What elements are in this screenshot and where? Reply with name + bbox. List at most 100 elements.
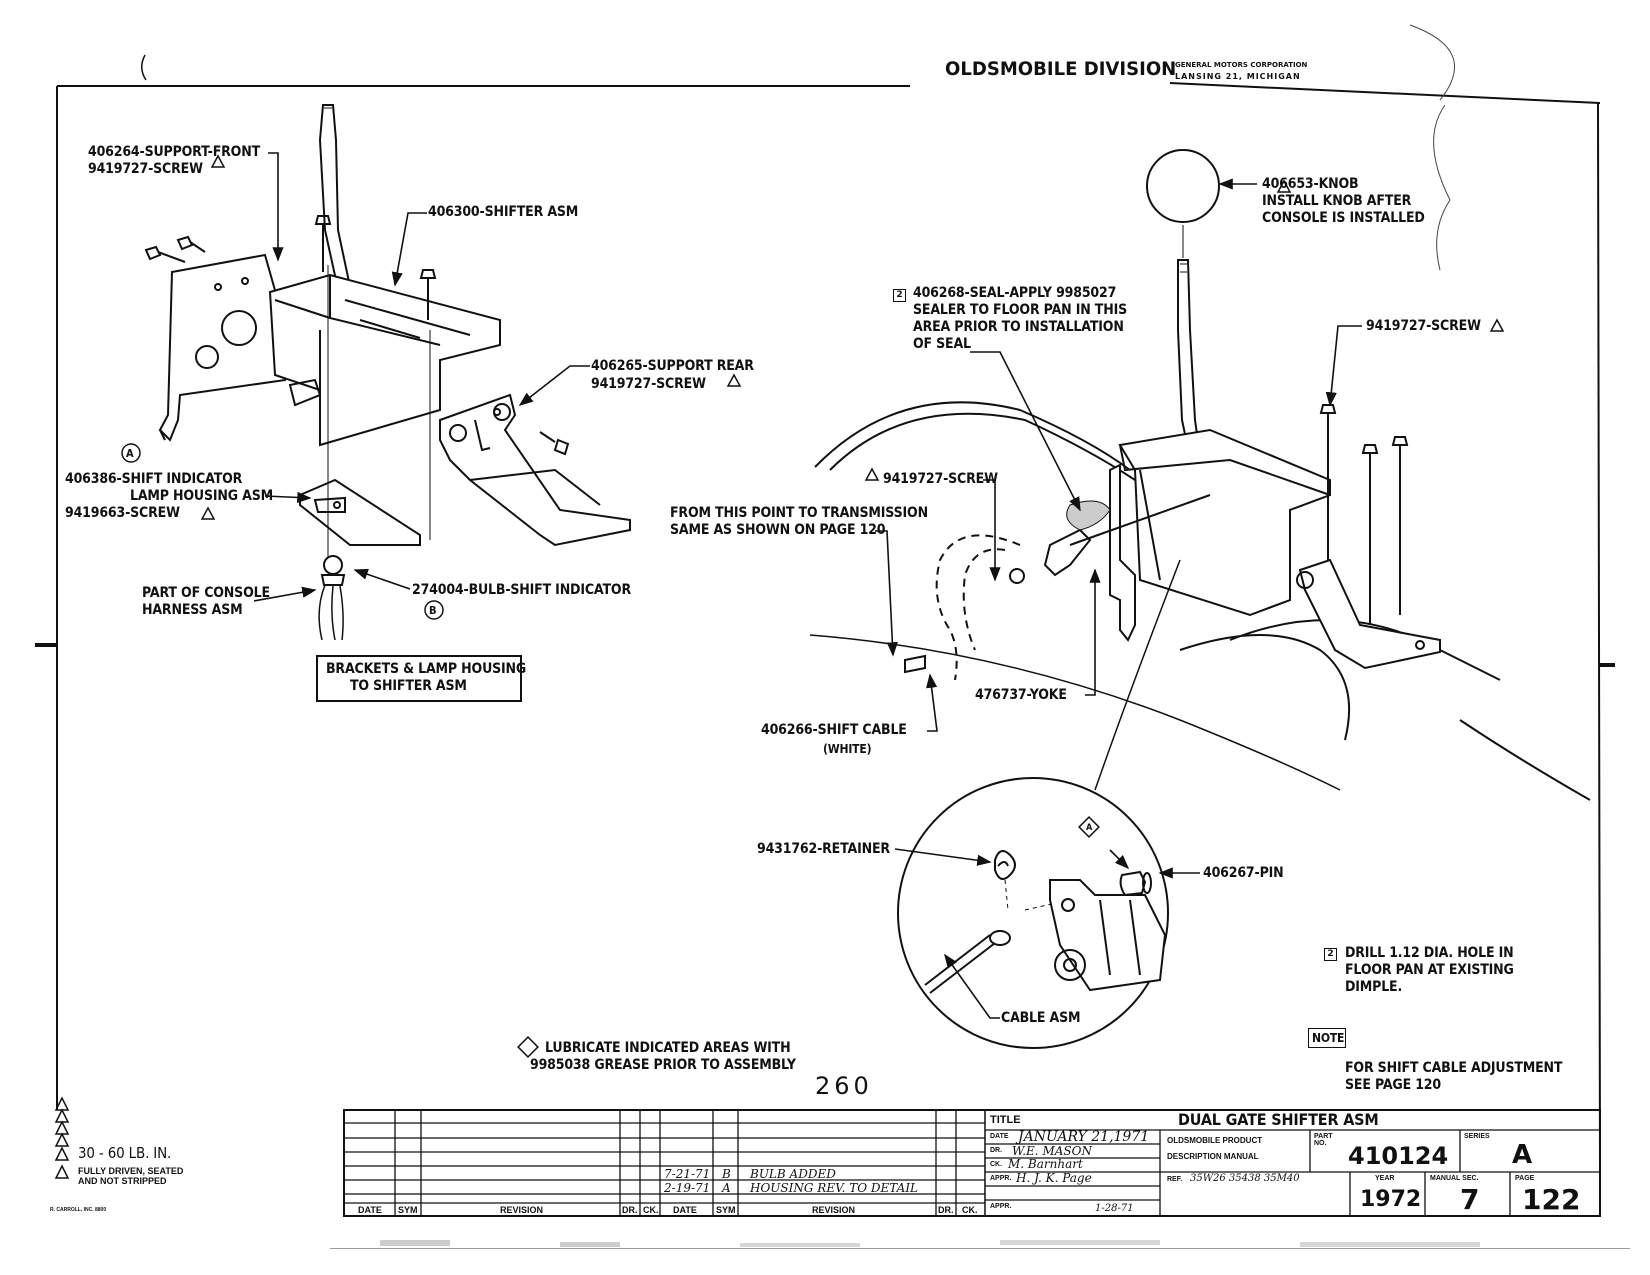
brackets-box-line1: BRACKETS & LAMP HOUSING (326, 661, 527, 677)
manual-section-value: 7 (1460, 1183, 1480, 1216)
legend-triangles (54, 1096, 70, 1179)
shift-cable-color: (WHITE) (823, 742, 872, 756)
revision-row-date: 7-21-71 (664, 1167, 711, 1181)
corporation-line: GENERAL MOTORS CORPORATION (1175, 61, 1308, 69)
seal-note-line2: SEALER TO FLOOR PAN IN THIS (913, 302, 1127, 318)
printer-mark: R. CARROLL, INC. 8800 (50, 1207, 107, 1213)
approved-2-date: 1-28-71 (1095, 1203, 1134, 1214)
note-box: NOTE (1308, 1028, 1346, 1048)
cable-asm-label: CABLE ASM (1001, 1010, 1081, 1026)
support-rear-label: 406265-SUPPORT REAR (591, 358, 754, 374)
approved-by-label: APPR. (990, 1175, 1012, 1182)
revision-header-revision: REVISION (500, 1205, 544, 1215)
pin-label: 406267-PIN (1203, 865, 1284, 881)
revision-row-text: BULB ADDED (750, 1167, 836, 1181)
support-front-screw-label: 9419727-SCREW (88, 161, 203, 177)
reference-models: 35W26 35438 35M40 (1190, 1173, 1300, 1184)
fully-driven-legend-line2: AND NOT STRIPPED (78, 1176, 167, 1186)
revision-header-dr: DR. (622, 1205, 638, 1215)
series-label: SERIES (1464, 1133, 1490, 1140)
delta-symbols (200, 154, 1505, 1058)
year-label: YEAR (1375, 1175, 1395, 1182)
bulb-label: 274004-BULB-SHIFT INDICATOR (412, 582, 631, 598)
detail-view (897, 777, 1169, 1049)
part-number: 410124 (1348, 1142, 1449, 1170)
lubricate-note-line2: 9985038 GREASE PRIOR TO ASSEMBLY (530, 1057, 796, 1073)
lubricate-note-line1: LUBRICATE INDICATED AREAS WITH (545, 1040, 791, 1056)
title-block-grid (343, 1109, 1601, 1217)
year-value: 1972 (1360, 1187, 1422, 1212)
manual-name-line1: OLDSMOBILE PRODUCT (1167, 1136, 1263, 1145)
lamp-housing-label: LAMP HOUSING ASM (130, 488, 273, 504)
approved-2-label: APPR. (990, 1203, 1012, 1210)
revision-header-sym: SYM (398, 1205, 418, 1215)
drawn-by-label: DR. (990, 1147, 1003, 1154)
drawn-by: W.E. MASON (1012, 1144, 1092, 1158)
circle-a-marker: A (126, 447, 134, 460)
note-line1: FOR SHIFT CABLE ADJUSTMENT (1345, 1060, 1563, 1076)
revision-header-revision-2: REVISION (812, 1205, 856, 1215)
seal-label: 406268-SEAL-APPLY 9985027 (913, 285, 1117, 301)
right-screw-label: 9419727-SCREW (1366, 318, 1481, 334)
date-label: DATE (990, 1133, 1009, 1140)
left-screw-label: 9419727-SCREW (883, 471, 998, 487)
indicator-label: 406386-SHIFT INDICATOR (65, 471, 243, 487)
retainer-label: 9431762-RETAINER (757, 841, 890, 857)
drawing-title: DUAL GATE SHIFTER ASM (1178, 1110, 1379, 1129)
leader-lines (253, 152, 1362, 1019)
detail-a-marker: A (1086, 823, 1093, 833)
revision-header-dr-2: DR. (938, 1205, 954, 1215)
yoke-label: 476737-YOKE (975, 687, 1067, 703)
reference-label: REF. (1167, 1176, 1183, 1183)
support-front-label: 406264-SUPPORT-FRONT (88, 144, 260, 160)
revision-header-sym-2: SYM (716, 1205, 736, 1215)
drill-note-line1: DRILL 1.12 DIA. HOLE IN (1345, 945, 1514, 961)
revision-row-date: 2-19-71 (664, 1181, 711, 1195)
page-label: PAGE (1515, 1175, 1535, 1182)
note-box-text: NOTE (1312, 1031, 1345, 1045)
torque-legend: 30 - 60 LB. IN. (78, 1144, 172, 1162)
checked-by: M. Barnhart (1008, 1157, 1083, 1171)
division-title: OLDSMOBILE DIVISION (945, 58, 1177, 80)
revision-header-ck: CK. (643, 1205, 659, 1215)
knob-note-line1: INSTALL KNOB AFTER (1262, 193, 1412, 209)
transmission-note-line1: FROM THIS POINT TO TRANSMISSION (670, 505, 928, 521)
note-line2: SEE PAGE 120 (1345, 1077, 1441, 1093)
right-shifter-assembly (809, 149, 1591, 801)
drill-note-line3: DIMPLE. (1345, 979, 1403, 995)
manual-section-label: MANUAL SEC. (1430, 1175, 1479, 1182)
brackets-box-line2: TO SHIFTER ASM (350, 678, 467, 694)
page-value: 122 (1522, 1183, 1581, 1216)
drill-note-box: 2 (1324, 948, 1337, 961)
revision-row-sym: B (722, 1167, 731, 1181)
sheet-number: 260 (815, 1072, 873, 1100)
revision-row-sym: A (722, 1181, 731, 1195)
checked-by-label: CK. (990, 1161, 1003, 1168)
seal-note-line4: OF SEAL (913, 336, 971, 352)
title-label: TITLE (990, 1114, 1021, 1126)
revision-header-date-2: DATE (673, 1205, 697, 1215)
manual-name-line2: DESCRIPTION MANUAL (1167, 1152, 1259, 1161)
knob-label: 406653-KNOB (1262, 176, 1359, 192)
transmission-note-line2: SAME AS SHOWN ON PAGE 120 (670, 522, 886, 538)
revision-header-ck-2: CK. (962, 1205, 978, 1215)
revision-row-text: HOUSING REV. TO DETAIL (750, 1181, 919, 1195)
drawing-date: JANUARY 21,1971 (1018, 1129, 1150, 1145)
seal-note-box: 2 (893, 289, 906, 302)
fully-driven-legend-line1: FULLY DRIVEN, SEATED (78, 1166, 184, 1176)
circled-markers (121, 443, 444, 620)
indicator-screw-label: 9419663-SCREW (65, 505, 180, 521)
seal-note-line3: AREA PRIOR TO INSTALLATION (913, 319, 1124, 335)
series-value: A (1512, 1140, 1533, 1170)
location-line: LANSING 21, MICHIGAN (1175, 72, 1301, 81)
part-no-label: PART NO. (1314, 1133, 1333, 1147)
support-rear-screw-label: 9419727-SCREW (591, 376, 706, 392)
left-shifter-assembly (144, 104, 631, 641)
brackets-box: BRACKETS & LAMP HOUSING TO SHIFTER ASM (316, 655, 526, 702)
drill-note-line2: FLOOR PAN AT EXISTING (1345, 962, 1514, 978)
harness-label: PART OF CONSOLE (142, 585, 270, 601)
approved-by: H. J. K. Page (1016, 1171, 1092, 1185)
knob-note-line2: CONSOLE IS INSTALLED (1262, 210, 1425, 226)
sheet-border (35, 82, 1615, 1171)
